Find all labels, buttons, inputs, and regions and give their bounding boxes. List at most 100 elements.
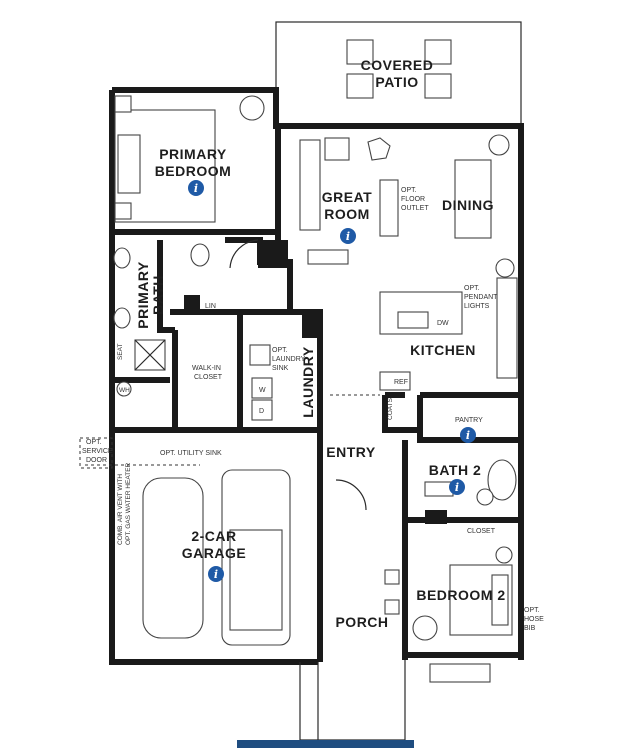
- porch-outline: [317, 660, 406, 741]
- pillow-icon: [491, 574, 509, 626]
- wall-entry: [382, 395, 420, 433]
- wall-block-3: [184, 295, 200, 313]
- pillow-icon: [117, 134, 141, 194]
- vanity-icon: [424, 481, 454, 497]
- info-button-bath2[interactable]: i: [449, 479, 465, 495]
- kitchen-label: KITCHEN: [410, 342, 476, 358]
- water-heater-icon: [116, 381, 132, 397]
- fixtures: [79, 39, 518, 683]
- info-icon[interactable]: [208, 566, 224, 582]
- toilet-icon: [476, 488, 494, 506]
- info-button-primary-bedroom[interactable]: i: [188, 180, 204, 196]
- hose-bib-note-2: HOSE: [524, 616, 544, 623]
- washer-note: W: [259, 387, 266, 394]
- plant-icon: [495, 258, 515, 278]
- great-room-label-2: ROOM: [324, 206, 370, 222]
- info-button-garage[interactable]: i: [208, 566, 224, 582]
- info-icon[interactable]: [340, 228, 356, 244]
- primary-bedroom-label-1: PRIMARY: [159, 146, 227, 162]
- service-door-note-1: OPT.: [86, 439, 102, 446]
- plant-icon: [488, 134, 510, 156]
- walls: [109, 21, 524, 741]
- info-icon[interactable]: [188, 180, 204, 196]
- patio-chair-icon: [424, 73, 452, 99]
- service-door-outline: [79, 437, 113, 469]
- sofa-icon: [299, 139, 321, 231]
- porch-label: PORCH: [335, 614, 388, 630]
- patio-chair-icon: [346, 73, 374, 99]
- dryer-note: D: [259, 408, 264, 415]
- seat-note: SEAT: [117, 343, 124, 360]
- dryer-icon: [251, 399, 273, 421]
- wall-block-4: [425, 510, 447, 524]
- wall-block-1: [258, 240, 288, 268]
- pendant-note-3: LIGHTS: [464, 303, 490, 310]
- bottom-bar: [237, 740, 414, 748]
- great-room-label-1: GREAT: [322, 189, 372, 205]
- laundry-label: LAUNDRY: [300, 346, 316, 418]
- info-button-great-room[interactable]: i: [340, 228, 356, 244]
- shower-cross: [134, 339, 166, 371]
- info-icon[interactable]: [449, 479, 465, 495]
- tv-console-icon: [307, 249, 349, 265]
- water-heater-note-1: COMB. AIR VENT WITH: [117, 474, 124, 545]
- car-icon: [142, 477, 204, 639]
- info-glyph: i: [346, 230, 350, 243]
- wall-bath2-top: [417, 395, 521, 443]
- patio-chair-icon: [346, 39, 374, 65]
- chair-icon: [324, 137, 350, 161]
- pendant-note-1: OPT.: [464, 285, 480, 292]
- sink-icon: [113, 247, 131, 269]
- primary-bedroom-label-2: BEDROOM: [155, 163, 232, 179]
- notes: OPT. FLOOR OUTLET OPT. PENDANT LIGHTS OP…: [82, 187, 544, 632]
- primary-bath-label-2: BATH: [150, 275, 166, 315]
- entry-label: ENTRY: [326, 444, 376, 460]
- info-icon[interactable]: [460, 427, 476, 443]
- info-glyph: i: [214, 568, 218, 581]
- laundry-sink-note-1: OPT.: [272, 347, 288, 354]
- pendant-note-2: PENDANT: [464, 294, 498, 301]
- floor-outlet-note-3: OUTLET: [401, 205, 429, 212]
- room-labels: COVERED PATIO PRIMARY BEDROOM GREAT ROOM…: [135, 57, 505, 630]
- lin-note: LIN: [205, 303, 216, 310]
- pantry-note: PANTRY: [455, 417, 483, 424]
- wall-block-2: [302, 312, 320, 338]
- fridge-icon: [379, 371, 411, 391]
- sink-icon: [397, 311, 429, 329]
- utility-sink-note: OPT. UTILITY SINK: [160, 450, 222, 457]
- bath2-label: BATH 2: [429, 462, 482, 478]
- garage-label-2: GARAGE: [182, 545, 246, 561]
- laundry-sink-note-2: LAUNDRY: [272, 356, 306, 363]
- patio-chair-icon: [424, 39, 452, 65]
- counter-icon: [496, 277, 518, 379]
- dining-table-icon: [454, 159, 492, 239]
- tub-icon: [487, 459, 517, 501]
- walk-in-note-2: CLOSET: [194, 374, 223, 381]
- side-table-icon: [367, 137, 391, 161]
- plant-icon: [495, 546, 513, 564]
- door-swing: [335, 479, 367, 511]
- armchair-icon: [412, 615, 438, 641]
- wall-bath-inner: [157, 240, 175, 333]
- info-button-pantry[interactable]: i: [460, 427, 476, 443]
- sink-icon: [113, 307, 131, 329]
- hose-bib-note-3: BIB: [524, 625, 536, 632]
- toilet-icon: [190, 243, 210, 267]
- laundry-sink-note-3: SINK: [272, 365, 289, 372]
- coats-note: COATS: [387, 397, 394, 420]
- bench-icon: [429, 663, 491, 683]
- info-glyph: i: [455, 481, 459, 494]
- ottoman-icon: [379, 179, 399, 237]
- wall-left: [109, 90, 318, 665]
- patio-label-2: PATIO: [375, 74, 418, 90]
- water-heater-note-2: OPT. GAS WATER HEATER: [125, 462, 132, 545]
- nightstand-icon: [114, 202, 132, 220]
- floor-outlet-note-2: FLOOR: [401, 196, 425, 203]
- dining-label: DINING: [442, 197, 494, 213]
- nightstand-icon: [114, 95, 132, 113]
- wh-note: WH: [119, 387, 130, 394]
- hose-bib-note-1: OPT.: [524, 607, 540, 614]
- service-door-note-2: SERVICE: [82, 448, 113, 455]
- garage-label-1: 2-CAR: [191, 528, 236, 544]
- walk-in-note-1: WALK-IN: [192, 365, 221, 372]
